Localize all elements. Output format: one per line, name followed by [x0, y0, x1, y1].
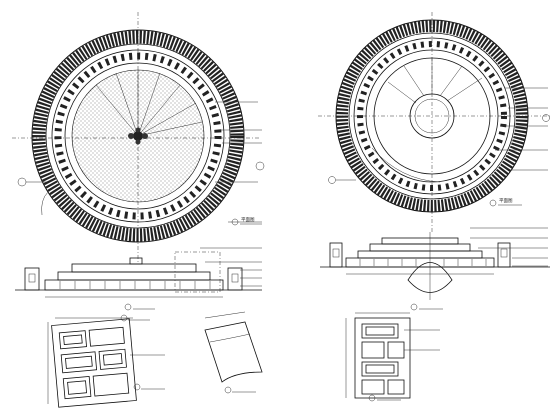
right-plan-marker-circle-left	[328, 176, 336, 184]
right-elevation-post-left-inset	[332, 248, 340, 258]
left-plan-outer-ring	[31, 29, 245, 243]
left-plan-title: 平面图	[241, 217, 255, 223]
right-plan-title-symbol	[489, 199, 497, 207]
left-detail1-blocks	[58, 326, 130, 400]
left-elevation-post-left-inset	[28, 273, 36, 283]
left-detail2-outline	[204, 321, 263, 383]
left-plan-edge-arc	[41, 191, 49, 216]
left-elevation-base	[44, 279, 224, 291]
left-plan-stone-band-inner-edge	[45, 43, 231, 229]
right-plan-title: 平面图	[499, 198, 513, 204]
right-fountain-plan: 平面图	[318, 12, 550, 232]
right-elevation-section-ellipse	[407, 262, 453, 293]
right-plan-stone-band	[336, 20, 528, 212]
right-detail-blocks	[361, 323, 405, 395]
left-plan-step-ring-outer	[51, 49, 225, 223]
left-plan-radial-lines	[95, 70, 203, 137]
right-plan-step-notches	[357, 41, 507, 191]
left-plan-marker-circle-left	[17, 177, 27, 187]
left-fountain-elevation	[15, 247, 262, 311]
right-plan-central-basin-inner	[414, 98, 450, 134]
right-elevation-title-symbol	[410, 303, 418, 311]
left-elevation-detail-callout	[174, 251, 221, 293]
left-detail2-inner-arc	[209, 333, 251, 343]
left-elevation-title-symbol	[124, 303, 132, 311]
right-plan-marker-circle	[542, 114, 550, 122]
right-elevation-step-2	[369, 243, 471, 252]
right-plan-curved-ramp	[371, 147, 441, 183]
left-elevation-post-right-inset	[231, 273, 239, 283]
right-elevation-post-right-inset	[500, 248, 508, 258]
left-plan-step-ring-inner	[64, 62, 212, 210]
left-plan-central-sculpture	[128, 127, 148, 145]
left-detail1-frame	[51, 318, 137, 408]
left-detail1-title-symbol-b	[133, 383, 141, 391]
right-elevation-step-3	[381, 237, 459, 245]
right-plan-stone-band-inner-edge	[348, 32, 516, 200]
left-plan-step-notches	[54, 52, 222, 220]
left-detail2-dimension-top	[204, 311, 246, 319]
right-detail-title-symbol	[368, 394, 376, 402]
left-elevation-post-right	[227, 267, 243, 291]
right-elevation-post-left	[329, 242, 343, 268]
left-detail-curved-segment	[204, 311, 263, 394]
right-detail-stone-grid	[345, 312, 440, 402]
left-elevation-leaders	[200, 247, 262, 287]
right-elevation-base-hatch	[359, 259, 487, 266]
left-plan-leaders	[215, 101, 262, 223]
left-detail2-title-symbol	[224, 386, 232, 394]
right-plan-leaders	[495, 87, 548, 171]
right-elevation-leaders	[470, 227, 548, 267]
left-plan-marker-circle	[255, 161, 265, 171]
right-plan-radial-lines	[387, 58, 483, 104]
right-plan-step-ring-outer	[353, 37, 511, 195]
left-plan-title-symbol	[231, 218, 239, 226]
right-elevation-step-1	[357, 250, 483, 259]
left-plan-stone-band	[32, 30, 244, 242]
left-elevation-step-2	[71, 263, 197, 273]
right-fountain-elevation	[320, 227, 550, 311]
left-detail1-title-symbol	[120, 314, 128, 322]
left-fountain-plan: 平面图	[12, 12, 265, 262]
right-plan-step-ring-inner	[365, 49, 499, 183]
right-elevation-post-right	[497, 242, 511, 268]
left-elevation-sculpture-block	[129, 257, 143, 265]
left-elevation-post-left	[24, 267, 40, 291]
left-elevation-step-1	[57, 271, 211, 281]
left-elevation-base-hatch	[59, 281, 211, 289]
right-detail-frame	[354, 317, 411, 399]
left-detail-stone-grid	[47, 314, 165, 408]
